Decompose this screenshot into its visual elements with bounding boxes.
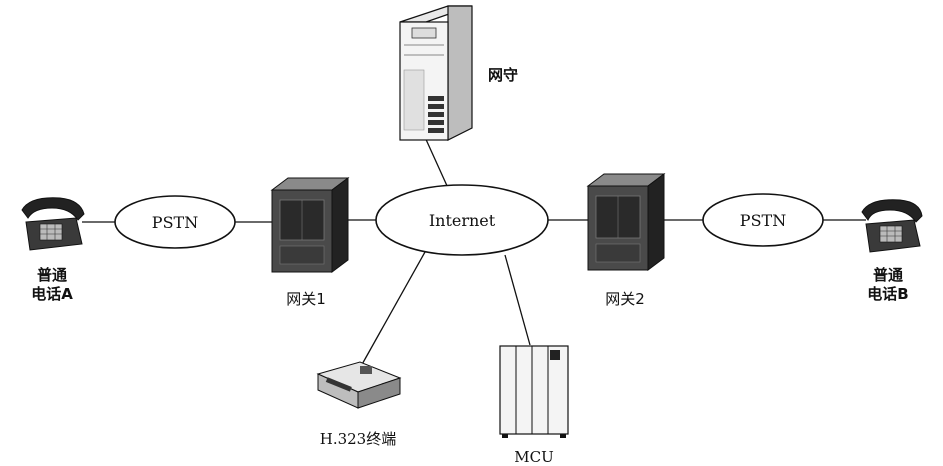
edge-internet-h323 — [359, 251, 426, 369]
mcu-rack-icon — [499, 345, 569, 438]
pstn-right-cloud — [702, 193, 824, 247]
telephone-a-icon — [21, 197, 85, 251]
gatekeeper-label: 网守 — [488, 66, 518, 84]
phone-b-label-line2: 电话B — [867, 285, 908, 303]
pstn-left-cloud — [114, 195, 236, 249]
gateway1-label: 网关1 — [286, 290, 326, 308]
h323-terminal-label: H.323终端 — [320, 430, 396, 448]
gatekeeper-server-icon — [399, 5, 473, 141]
telephone-b-icon — [861, 199, 923, 253]
phone-a-label-line2: 电话A — [31, 285, 73, 303]
gateway2-cabinet-icon — [586, 173, 666, 271]
pstn-right-label: PSTN — [740, 211, 786, 230]
mcu-label: MCU — [514, 448, 553, 466]
connections — [82, 134, 866, 369]
h323-terminal-icon — [316, 361, 402, 409]
gateway1-cabinet-icon — [270, 177, 350, 273]
internet-cloud — [375, 184, 549, 256]
edge-internet-mcu — [504, 254, 531, 346]
edge-internet-gatekeeper — [423, 134, 449, 189]
phone-a-label-line1: 普通 — [37, 266, 67, 284]
internet-label: Internet — [429, 211, 496, 230]
phone-b-label-line1: 普通 — [873, 266, 903, 284]
pstn-left-label: PSTN — [152, 213, 198, 232]
gateway2-label: 网关2 — [605, 290, 645, 308]
